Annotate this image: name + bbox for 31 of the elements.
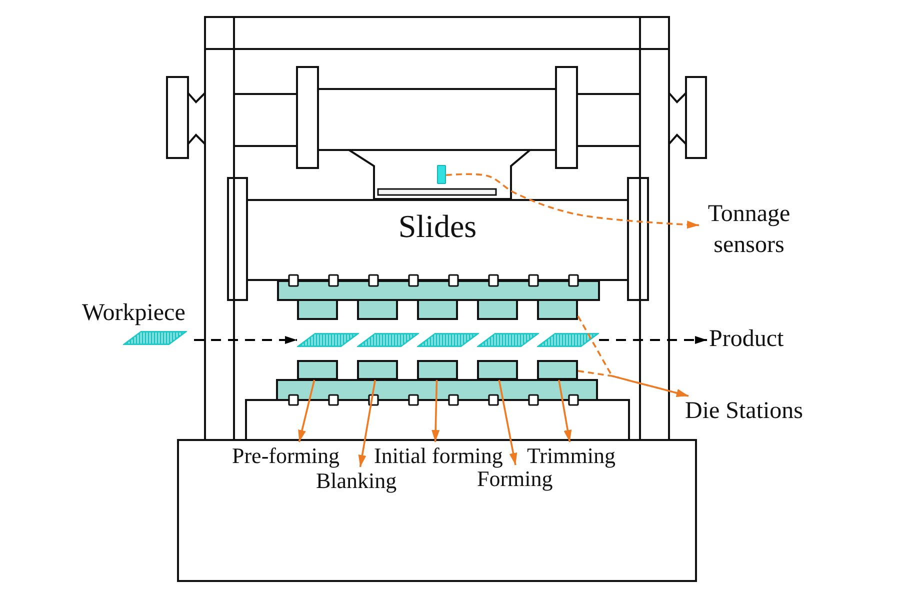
leader-arrow — [298, 380, 316, 442]
die-block — [537, 360, 578, 380]
slide-label: Slides — [398, 207, 477, 245]
callout-label: Tonnage sensors — [699, 198, 799, 262]
callout-label: Pre-forming — [230, 442, 342, 470]
flow-arrow — [599, 336, 707, 344]
die-block — [477, 299, 518, 320]
die-block — [297, 360, 338, 380]
die-block — [417, 299, 458, 320]
die-block — [537, 299, 578, 320]
sheet-icon — [357, 333, 419, 347]
leader-arrow — [578, 370, 689, 397]
die-block — [357, 360, 398, 380]
sheet-icon — [297, 333, 359, 347]
leader-arrow — [432, 380, 440, 442]
flow-arrow — [194, 336, 297, 344]
sheet-icon — [477, 333, 539, 347]
leader-arrow — [498, 380, 518, 466]
die-block — [297, 299, 338, 320]
callout-label: Product — [707, 324, 786, 354]
callout-label: Die Stations — [683, 396, 805, 426]
leader-arrow — [558, 380, 572, 442]
die-block — [477, 360, 518, 380]
sheet-icon — [537, 333, 599, 347]
die-block — [417, 360, 458, 380]
callout-label: Initial forming — [372, 442, 505, 470]
callout-label: Workpiece — [81, 299, 186, 328]
callout-label: Trimming — [525, 442, 618, 470]
callout-label: Blanking — [314, 467, 399, 495]
sheet-icon — [417, 333, 479, 347]
die-block — [357, 299, 398, 320]
